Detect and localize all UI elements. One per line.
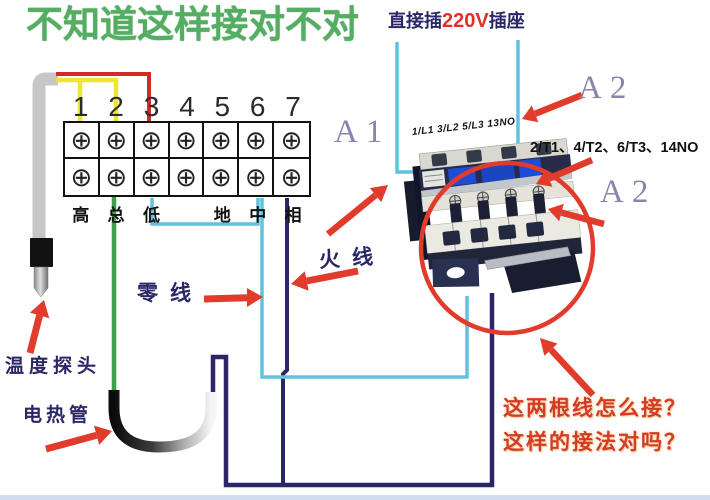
heating-element (108, 390, 217, 453)
terminal-cell: ⊕ (65, 159, 100, 195)
screw-terminal-icon: ⊕ (70, 162, 93, 192)
contactor-bottom-terminals-label: 2/T1、4/T2、6/T3、14NO (530, 140, 699, 156)
contactor-photo (403, 138, 583, 293)
terminal-number-5: 5 (214, 91, 231, 122)
probe-wire-yellow-2 (56, 77, 119, 122)
terminal-label-low: 低 (143, 206, 160, 225)
arrow-neutral (203, 288, 263, 307)
screw-terminal-icon: ⊕ (209, 162, 232, 192)
live-wire-label: 火线 (318, 244, 386, 273)
screw-terminal-icon: ⊕ (140, 125, 163, 155)
screw-terminal-icon: ⊕ (244, 125, 267, 155)
terminal-label-high: 高 (72, 206, 90, 225)
probe-wire-red (56, 72, 151, 122)
neutral-wire-cyan (260, 198, 469, 379)
arrow-bottom-terminals (536, 157, 594, 187)
screw-terminal-icon: ⊕ (280, 125, 303, 155)
coil-terminal-a2-top-label: A2 (578, 70, 635, 106)
heater-return-wire-navy (210, 293, 495, 488)
terminal-cell: ⊕ (274, 123, 309, 159)
screw-terminal-icon: ⊕ (105, 162, 128, 192)
screw-terminal-icon: ⊕ (140, 162, 163, 192)
plug-wire-left-cyan (395, 42, 414, 174)
page-title: 不知道这样接对不对 (26, 4, 359, 45)
temperature-probe (30, 72, 58, 298)
question-line-1: 这两根线怎么接？ (503, 397, 687, 420)
terminal-number-1: 1 (72, 91, 89, 122)
terminal-label-common: 总 (107, 206, 125, 225)
terminal-cell: ⊕ (170, 159, 205, 195)
terminal-cell: ⊕ (274, 159, 309, 195)
neutral-wire-label: 零线 (137, 282, 203, 305)
arrow-live (291, 267, 359, 291)
terminal-cell: ⊕ (204, 123, 240, 159)
terminal-label-ground: 地 (213, 206, 231, 225)
terminal-number-3: 3 (143, 91, 160, 122)
terminal-number-2: 2 (108, 91, 124, 122)
terminal-label-neutral: 中 (249, 206, 267, 225)
terminal-cell: ⊕ (239, 159, 275, 195)
bottom-border-strip (0, 495, 710, 500)
coil-terminal-a2-mid-label: A2 (600, 174, 657, 210)
terminal-cell: ⊕ (100, 159, 135, 195)
terminal-number-6: 6 (249, 91, 266, 122)
coil-terminal-a1-label: A1 (334, 114, 391, 150)
terminal-cell: ⊕ (135, 159, 170, 195)
terminal-block: ⊕ ⊕ ⊕ ⊕ ⊕ ⊕ ⊕ ⊕ ⊕ ⊕ ⊕ ⊕ ⊕ ⊕ (63, 121, 311, 197)
terminal-number-4: 4 (179, 91, 195, 122)
arrow-a2-mid (548, 203, 605, 228)
socket-note: 直接插220V插座 (388, 11, 525, 31)
arrow-question (540, 338, 596, 398)
terminal-cell: ⊕ (134, 123, 170, 159)
arrow-probe (26, 300, 50, 354)
socket-note-suffix: 插座 (488, 11, 525, 31)
screw-terminal-icon: ⊕ (209, 125, 232, 155)
screw-terminal-icon: ⊕ (244, 162, 267, 192)
screw-terminal-icon: ⊕ (70, 125, 93, 155)
arrow-a2-top (522, 91, 584, 123)
screw-terminal-icon: ⊕ (175, 125, 197, 155)
heating-tube-label: 电热管 (23, 405, 93, 426)
screw-terminal-icon: ⊕ (105, 125, 128, 155)
socket-note-prefix: 直接插 (388, 11, 442, 31)
temperature-probe-label: 温度探头 (5, 356, 102, 377)
jumper-wire-cyan (150, 198, 260, 226)
arrow-heater (45, 425, 112, 453)
question-line-2: 这样的接法对吗？ (503, 431, 687, 454)
arrow-a1 (325, 185, 388, 237)
terminal-cell: ⊕ (204, 159, 240, 195)
terminal-cell: ⊕ (65, 123, 100, 159)
terminal-label-phase: 相 (284, 206, 302, 225)
terminal-number-7: 7 (285, 91, 301, 122)
terminal-cell: ⊕ (239, 123, 275, 159)
live-wire-navy (281, 198, 289, 487)
screw-terminal-icon: ⊕ (280, 162, 303, 192)
terminal-cell: ⊕ (169, 123, 205, 159)
socket-note-voltage: 220V (442, 10, 489, 32)
screw-terminal-icon: ⊕ (175, 162, 197, 192)
highlight-circle (418, 160, 596, 336)
terminal-cell: ⊕ (99, 123, 135, 159)
